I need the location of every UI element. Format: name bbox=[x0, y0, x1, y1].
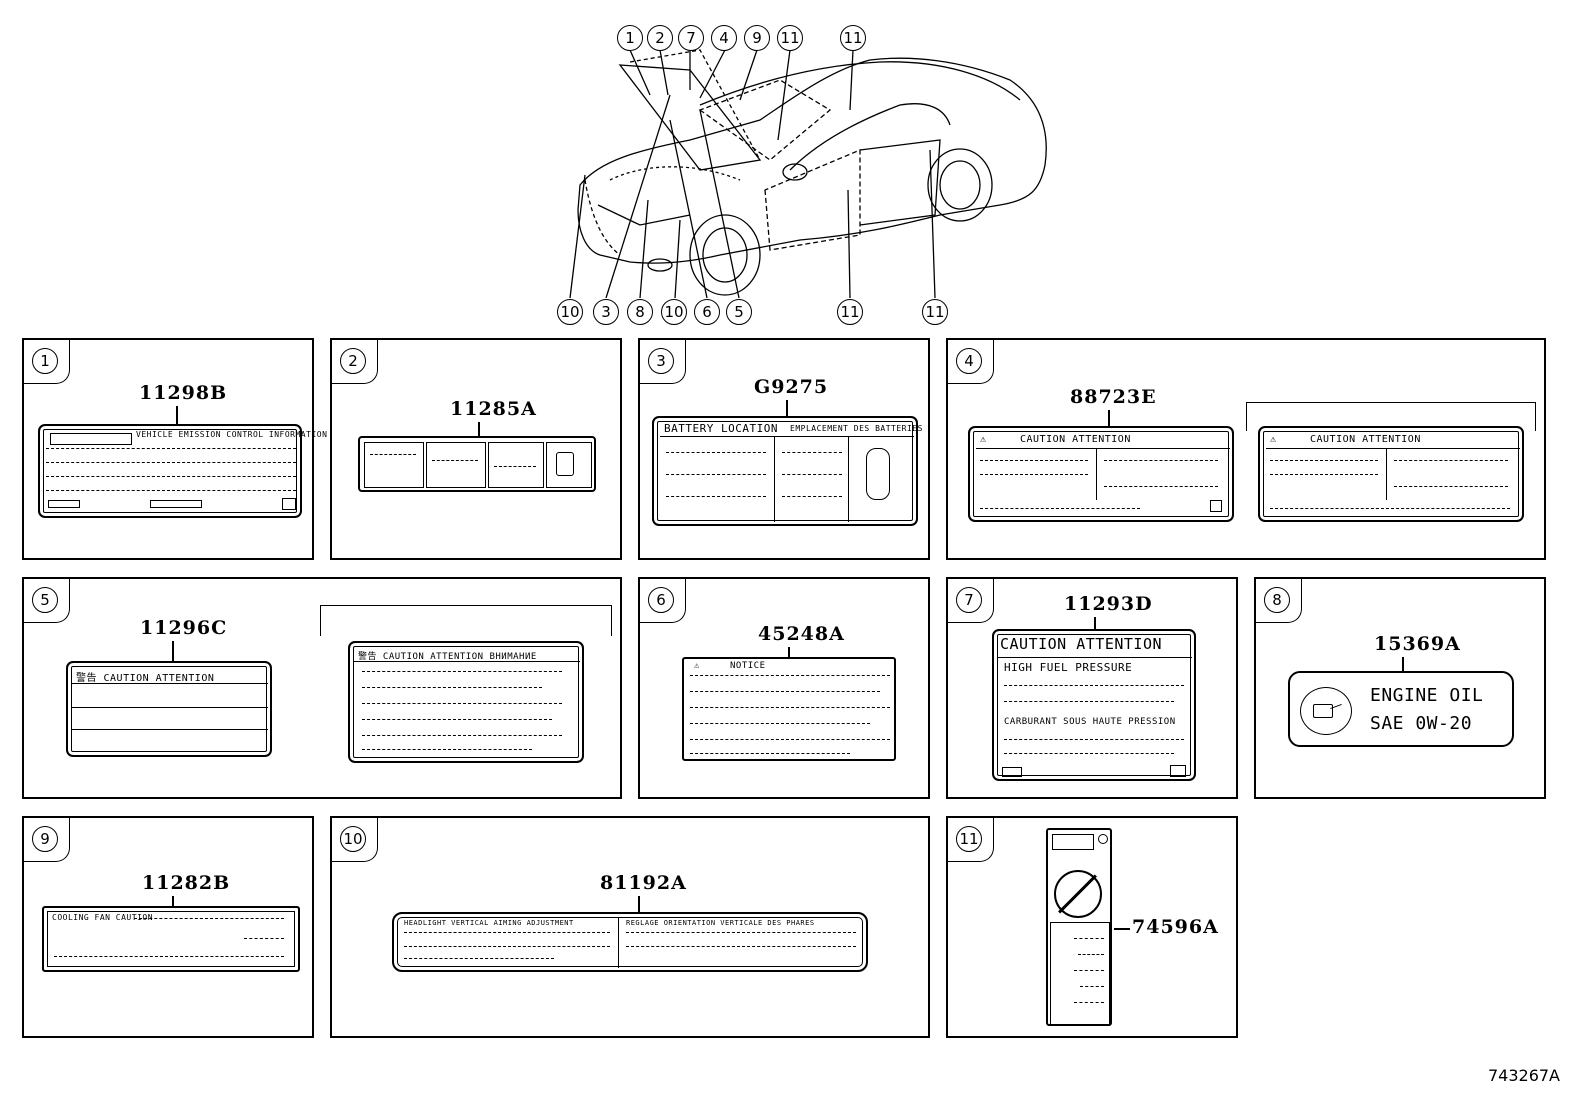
oil-label-line-1: ENGINE OIL bbox=[1370, 685, 1484, 706]
label-heading: BATTERY LOCATION bbox=[664, 422, 778, 435]
label-heading-fr: REGLAGE ORIENTATION VERTICALE DES PHARES bbox=[626, 919, 815, 927]
headlight-aiming-label: HEADLIGHT VERTICAL AIMING ADJUSTMENT REG… bbox=[392, 912, 868, 972]
panel-7: 7 11293D CAUTION ATTENTION HIGH FUEL PRE… bbox=[946, 577, 1238, 799]
callout-11: 11 bbox=[840, 25, 866, 51]
label-heading: 警告 CAUTION ATTENTION ВНИМАНИЕ bbox=[358, 652, 537, 662]
label-heading: COOLING FAN CAUTION bbox=[52, 913, 154, 922]
caution-label-a: 警告 CAUTION ATTENTION bbox=[66, 661, 272, 757]
part-number: 11285A bbox=[450, 398, 537, 420]
panel-3: 3 G9275 BATTERY LOCATION EMPLACEMENT DES… bbox=[638, 338, 930, 560]
airbag-warning-label bbox=[1046, 828, 1112, 1026]
variant-bracket bbox=[320, 605, 612, 636]
callout-6: 6 bbox=[694, 299, 720, 325]
vehicle-illustration bbox=[569, 49, 1047, 299]
panel-number: 10 bbox=[340, 826, 366, 852]
part-number: G9275 bbox=[754, 376, 829, 398]
part-number: 11293D bbox=[1064, 593, 1153, 615]
caution-label-b: ⚠ CAUTION ATTENTION bbox=[1258, 426, 1524, 522]
label-heading: CAUTION ATTENTION bbox=[1020, 434, 1131, 445]
part-number: 45248A bbox=[758, 623, 845, 645]
callout-2: 2 bbox=[647, 25, 673, 51]
label-heading-fr: EMPLACEMENT DES BATTERIES bbox=[790, 424, 923, 433]
callout-8: 8 bbox=[627, 299, 653, 325]
fuel-warning-en: HIGH FUEL PRESSURE bbox=[1004, 661, 1133, 674]
panel-number: 9 bbox=[32, 826, 58, 852]
panel-number: 4 bbox=[956, 348, 982, 374]
oil-can-icon bbox=[1300, 687, 1352, 735]
label-heading: CAUTION ATTENTION bbox=[1000, 635, 1163, 653]
panel-1: 1 11298B VEHICLE EMISSION CONTROL INFORM… bbox=[22, 338, 327, 560]
label-heading-en: HEADLIGHT VERTICAL AIMING ADJUSTMENT bbox=[404, 919, 574, 927]
callout-9: 9 bbox=[744, 25, 770, 51]
label-heading: 警告 CAUTION ATTENTION bbox=[76, 673, 215, 684]
panel-2: 2 11285A bbox=[330, 338, 622, 560]
callout-11: 11 bbox=[777, 25, 803, 51]
panel-10: 10 81192A HEADLIGHT VERTICAL AIMING ADJU… bbox=[330, 816, 930, 1038]
car-top-view-icon bbox=[866, 448, 890, 500]
callout-10: 10 bbox=[557, 299, 583, 325]
part-number: 74596A bbox=[1132, 916, 1219, 938]
panel-number: 3 bbox=[648, 348, 674, 374]
tire-info-label bbox=[358, 436, 596, 492]
caution-label-a: ⚠ CAUTION ATTENTION bbox=[968, 426, 1234, 522]
label-heading: CAUTION ATTENTION bbox=[1310, 434, 1421, 445]
callout-5: 5 bbox=[726, 299, 752, 325]
part-number: 88723E bbox=[1070, 386, 1157, 408]
panel-6: 6 45248A ⚠ NOTICE bbox=[638, 577, 930, 799]
diagram-reference-code: 743267A bbox=[1487, 1066, 1560, 1085]
panel-5: 5 11296C 警告 CAUTION ATTENTION 警告 CAUTION… bbox=[22, 577, 622, 799]
callout-11: 11 bbox=[837, 299, 863, 325]
part-number: 15369A bbox=[1374, 633, 1461, 655]
engine-oil-label: ENGINE OIL SAE 0W-20 bbox=[1288, 671, 1514, 747]
battery-location-label: BATTERY LOCATION EMPLACEMENT DES BATTERI… bbox=[652, 416, 922, 526]
caution-label-b: 警告 CAUTION ATTENTION ВНИМАНИЕ bbox=[348, 641, 584, 763]
fuel-warning-fr: CARBURANT SOUS HAUTE PRESSION bbox=[1004, 717, 1176, 727]
panel-number: 7 bbox=[956, 587, 982, 613]
part-number: 81192A bbox=[600, 872, 687, 894]
label-heading: NOTICE bbox=[730, 661, 766, 671]
oil-label-line-2: SAE 0W-20 bbox=[1370, 713, 1473, 734]
panel-number: 1 bbox=[32, 348, 58, 374]
callout-10: 10 bbox=[661, 299, 687, 325]
part-number: 11298B bbox=[139, 382, 228, 404]
panel-4: 4 88723E ⚠ CAUTION ATTENTION ⚠ CAUTION A… bbox=[946, 338, 1546, 560]
emission-label: VEHICLE EMISSION CONTROL INFORMATION bbox=[38, 424, 327, 518]
panel-number: 8 bbox=[1264, 587, 1290, 613]
panel-number: 5 bbox=[32, 587, 58, 613]
panel-number: 11 bbox=[956, 826, 982, 852]
panel-8: 8 15369A ENGINE OIL SAE 0W-20 bbox=[1254, 577, 1546, 799]
panel-number: 2 bbox=[340, 348, 366, 374]
no-child-seat-icon bbox=[1054, 870, 1102, 918]
panel-9: 9 11282B COOLING FAN CAUTION bbox=[22, 816, 314, 1038]
part-number: 11282B bbox=[142, 872, 231, 894]
part-number: 11296C bbox=[140, 617, 228, 639]
callout-11: 11 bbox=[922, 299, 948, 325]
callout-1: 1 bbox=[617, 25, 643, 51]
fuel-pressure-label: CAUTION ATTENTION HIGH FUEL PRESSURE CAR… bbox=[992, 629, 1196, 781]
label-heading: VEHICLE EMISSION CONTROL INFORMATION bbox=[136, 430, 328, 439]
notice-label: ⚠ NOTICE bbox=[682, 657, 896, 761]
callout-4: 4 bbox=[711, 25, 737, 51]
cooling-fan-label: COOLING FAN CAUTION bbox=[42, 906, 300, 972]
callout-7: 7 bbox=[678, 25, 704, 51]
variant-bracket bbox=[1246, 402, 1536, 431]
tire-pressure-icon bbox=[556, 452, 574, 476]
callout-3: 3 bbox=[593, 299, 619, 325]
panel-number: 6 bbox=[648, 587, 674, 613]
panel-11: 11 74596A bbox=[946, 816, 1238, 1038]
